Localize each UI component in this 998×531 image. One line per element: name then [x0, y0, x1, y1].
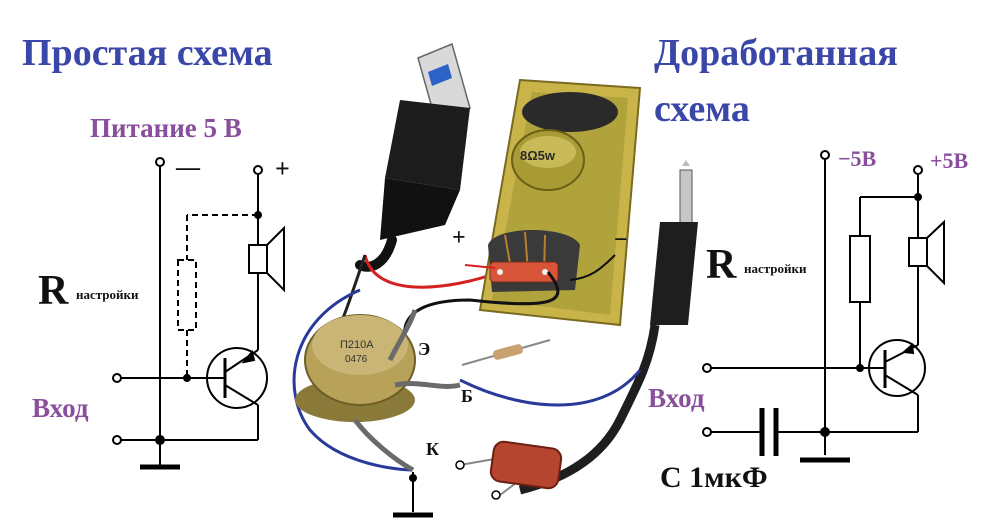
input-label-left: Вход [32, 393, 89, 423]
base-label: Б [461, 386, 473, 406]
plus-terminal [253, 165, 263, 175]
capacitor-label: С 1мкФ [660, 461, 768, 494]
right-schematic [702, 150, 945, 463]
left-title: Простая схема [22, 32, 273, 74]
r-letter-left: R [38, 268, 69, 314]
center-photo: 8Ω5w [292, 42, 698, 518]
minus-sign: — [176, 155, 200, 181]
speaker-module: 8Ω5w [478, 78, 642, 327]
plus-sign: + [275, 154, 290, 183]
speaker-minus-sign: − [614, 227, 628, 253]
r-sub-right: настройки [744, 261, 807, 276]
r-sub-left: настройки [76, 287, 139, 302]
emitter-label: Э [418, 339, 431, 359]
power-transistor: П210А 0476 [295, 314, 416, 422]
speaker-label: 8Ω5w [520, 148, 556, 163]
usb-plug [380, 42, 471, 240]
speaker-symbol [248, 244, 268, 274]
right-title-line2: схема [654, 88, 750, 130]
right-title-line1: Доработанная [654, 32, 898, 74]
small-resistor [461, 339, 551, 366]
power-label: Питание 5 В [90, 113, 242, 143]
minus-terminal [155, 157, 165, 167]
transistor-marking: П210А [340, 339, 374, 351]
plus-5v-label: +5В [930, 148, 969, 173]
r-letter-right: R [706, 242, 737, 288]
speaker-symbol-right [908, 237, 928, 267]
film-capacitor [459, 440, 563, 496]
minus-5v-label: −5В [838, 146, 877, 171]
left-schematic [112, 157, 285, 470]
transistor-marking-code: 0476 [345, 354, 368, 365]
tuning-resistor [177, 259, 197, 331]
input-label-right: Вход [648, 383, 705, 413]
collector-label: К [426, 439, 440, 459]
speaker-plus-sign: + [452, 225, 466, 251]
tuning-resistor-right [849, 235, 871, 303]
